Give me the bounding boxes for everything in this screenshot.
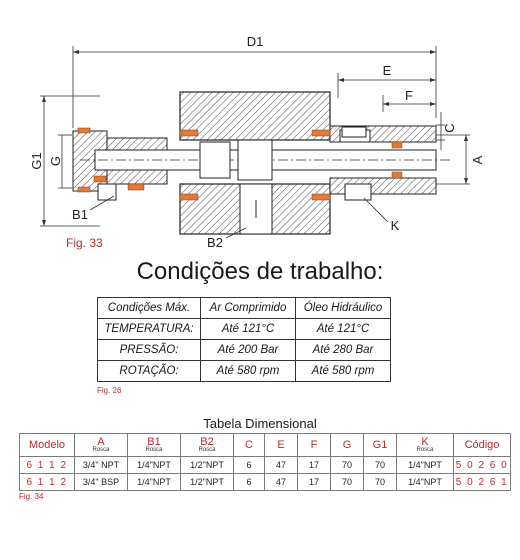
header-e: E	[264, 433, 298, 457]
cell-a: 3/4" BSP	[74, 473, 128, 491]
header-codigo: Código	[453, 433, 511, 457]
label-g: G	[48, 156, 63, 166]
label-b1: B1	[72, 207, 88, 222]
cell-g: 70	[330, 473, 364, 491]
cell-b1: 1/4"NPT	[127, 473, 181, 491]
conditions-cell: Até 121°C	[200, 318, 296, 340]
conditions-header: Condições Máx.	[97, 297, 201, 319]
fig-33-caption: Fig. 33	[66, 236, 103, 250]
header-g: G	[330, 433, 364, 457]
label-g1: G1	[29, 152, 44, 169]
conditions-row: ROTAÇÃO: Até 580 rpm Até 580 rpm	[97, 360, 391, 382]
conditions-cell: Até 200 Bar	[200, 339, 296, 361]
dimensional-row: 6 1 1 2 3/4" BSP 1/4"NPT 1/2"NPT 6 47 17…	[19, 473, 511, 491]
conditions-cell: Até 580 rpm	[200, 360, 296, 382]
conditions-header-row: Condições Máx. Ar Comprimido Óleo Hidráu…	[97, 297, 391, 319]
cell-modelo: 6 1 1 2	[19, 456, 75, 474]
cell-k: 1/4"NPT	[396, 473, 454, 491]
dimensional-table-title: Tabela Dimensional	[203, 416, 317, 431]
cell-g: 70	[330, 456, 364, 474]
label-c: C	[442, 123, 457, 132]
cell-codigo: 5 0 2 6 0	[453, 456, 511, 474]
cell-g1: 70	[363, 473, 397, 491]
cell-g1: 70	[363, 456, 397, 474]
conditions-cell: Até 580 rpm	[295, 360, 391, 382]
cell-modelo: 6 1 1 2	[19, 473, 75, 491]
conditions-cell: PRESSÃO:	[97, 339, 201, 361]
dimensional-row: 6 1 1 2 3/4" NPT 1/4"NPT 1/2"NPT 6 47 17…	[19, 456, 511, 474]
rotary-union-drawing: D1 E F C A G1 G B1 B2 K Fig. 33	[29, 34, 485, 250]
header-f: F	[297, 433, 331, 457]
label-d1: D1	[247, 34, 264, 49]
conditions-cell: ROTAÇÃO:	[97, 360, 201, 382]
conditions-row: TEMPERATURA: Até 121°C Até 121°C	[97, 318, 391, 340]
conditions-cell: TEMPERATURA:	[97, 318, 201, 340]
label-k: K	[391, 218, 400, 233]
cell-f: 17	[297, 456, 331, 474]
fig-26-caption: Fig. 26	[97, 386, 122, 395]
header-modelo: Modelo	[19, 433, 75, 457]
cell-b1: 1/4"NPT	[127, 456, 181, 474]
conditions-header: Ar Comprimido	[200, 297, 296, 319]
conditions-title: Condições de trabalho:	[136, 258, 384, 285]
cell-e: 47	[264, 473, 298, 491]
cell-codigo: 5 0 2 6 1	[453, 473, 511, 491]
fig-34-caption: Fig. 34	[19, 492, 44, 501]
label-a: A	[470, 155, 485, 164]
conditions-cell: Até 280 Bar	[295, 339, 391, 361]
header-c: C	[233, 433, 265, 457]
cell-c: 6	[233, 473, 265, 491]
header-g1: G1	[363, 433, 397, 457]
label-f: F	[405, 88, 413, 103]
cell-e: 47	[264, 456, 298, 474]
cell-b2: 1/2"NPT	[180, 473, 234, 491]
conditions-header: Óleo Hidráulico	[295, 297, 391, 319]
conditions-cell: Até 121°C	[295, 318, 391, 340]
label-b2: B2	[207, 235, 223, 250]
label-e: E	[383, 63, 392, 78]
cell-a: 3/4" NPT	[74, 456, 128, 474]
cell-b2: 1/2"NPT	[180, 456, 234, 474]
cell-c: 6	[233, 456, 265, 474]
conditions-table: Condições Máx. Ar Comprimido Óleo Hidráu…	[97, 297, 391, 382]
cell-k: 1/4"NPT	[396, 456, 454, 474]
cell-f: 17	[297, 473, 331, 491]
conditions-row: PRESSÃO: Até 200 Bar Até 280 Bar	[97, 339, 391, 361]
